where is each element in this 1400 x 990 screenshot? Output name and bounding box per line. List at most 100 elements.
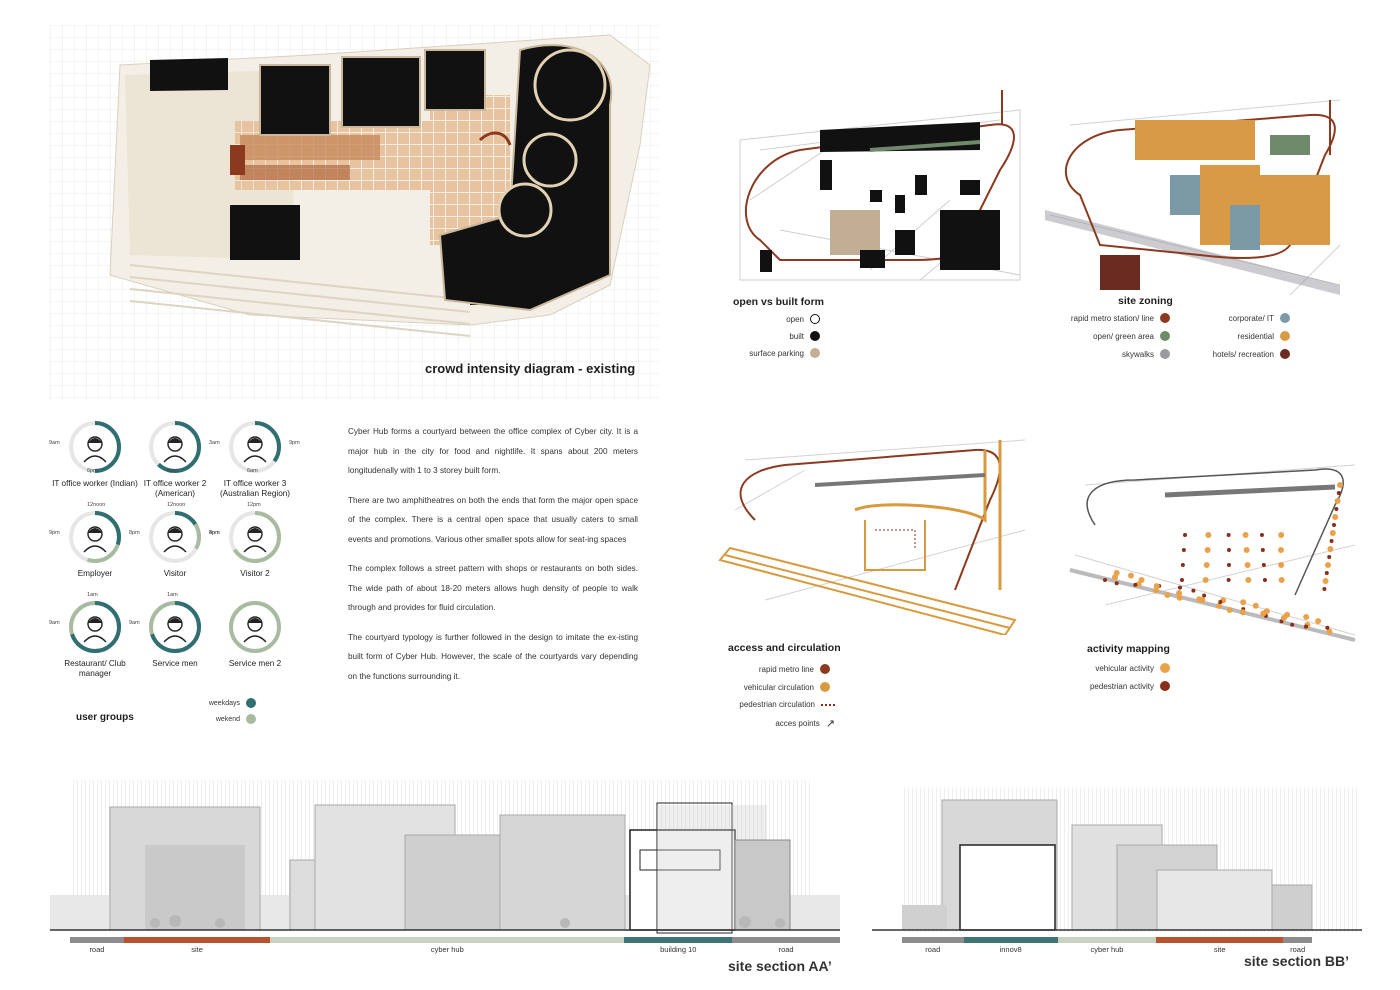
metro-legend-label: rapid metro line (758, 664, 814, 674)
vehicular-legend-label: vehicular circulation (743, 682, 814, 692)
legend-item: open/ green area (1040, 331, 1170, 341)
section-segment-label: road (925, 945, 941, 954)
schedule-ring (229, 601, 281, 653)
legend-label: pedestrian activity (1089, 681, 1154, 691)
pedestrian-activity-dot (1226, 533, 1231, 537)
time-label: 12pm (247, 502, 261, 508)
vehicular-activity-dot (1329, 530, 1336, 536)
vehicular-activity-dot (1315, 618, 1322, 625)
pedestrian-activity-dot (1191, 588, 1196, 593)
schedule-ring (229, 511, 281, 563)
legend-swatch (1160, 681, 1170, 691)
time-label: 9am (129, 620, 140, 626)
time-label: 8pm (129, 530, 140, 536)
metro-legend-item: rapid metro line (710, 664, 830, 674)
pedestrian-activity-dot (1322, 587, 1327, 591)
vehicular-activity-dot (1337, 482, 1343, 488)
user-group-label: IT office worker 2 (American) (143, 479, 207, 498)
section-aa-drawing (50, 780, 840, 934)
section-bb-drawing (872, 787, 1362, 932)
vehicular-activity-dot (1278, 577, 1285, 583)
legend-label: skywalks (1121, 349, 1154, 359)
vehicular-activity-dot (1263, 608, 1270, 615)
hair-shape (88, 618, 102, 623)
user-group-label: Employer (77, 569, 113, 578)
schedule-ring (69, 511, 121, 563)
vehicular-activity-dot (1127, 572, 1134, 579)
description-paragraph-2: There are two amphitheatres on both the … (348, 495, 638, 544)
legend-swatch (1160, 313, 1170, 323)
time-label: 4pm (209, 530, 220, 536)
user-group-label: IT office worker (Indian) (52, 479, 138, 488)
pedestrian-dashed-swatch (821, 703, 835, 706)
vehicular-activity-dot (1176, 594, 1183, 601)
section-segment-label: road (89, 945, 105, 954)
user-group-label: Service men (152, 659, 198, 668)
pedestrian-activity-dot (1327, 555, 1332, 559)
user-group-label: Visitor (163, 569, 187, 578)
vehicular-activity-dot (1153, 583, 1160, 590)
access-map (718, 439, 1026, 637)
time-label: 6pm (167, 468, 178, 474)
pedestrian-activity-dot (1226, 563, 1231, 567)
section-segment-label: cyber hub (1090, 945, 1124, 954)
user-group-label: Visitor 2 (240, 569, 270, 578)
vehicular-activity-dot (1245, 577, 1252, 583)
time-label: 9pm (289, 440, 300, 446)
pedestrian-activity-dot (1334, 507, 1339, 511)
pedestrian-activity-dot (1260, 548, 1265, 552)
legend-item: hotels/ recreation (1175, 349, 1290, 359)
hair-shape (88, 438, 102, 443)
hair-shape (168, 618, 182, 623)
user-group-card: Service men 2 (207, 598, 303, 669)
section-segment (70, 937, 124, 943)
site-zoning-title: site zoning (1118, 295, 1173, 307)
schedule-ring (69, 601, 121, 653)
hair-shape (168, 438, 182, 443)
access-points-legend-item: acces points ↗ (715, 717, 835, 730)
section-segment (123, 937, 271, 943)
site-zoning-map (1045, 99, 1341, 296)
legend-swatch (1280, 349, 1290, 359)
section-segment-label: building 10 (660, 945, 697, 954)
shoulders-shape (83, 635, 107, 643)
description-paragraph-4: The courtyard typology is further follow… (348, 632, 638, 681)
weekday-arc (69, 511, 121, 563)
open-legend-label: open (786, 314, 804, 324)
section-segment-label: innov8 (999, 945, 1022, 954)
vehicular-activity-dot (1215, 602, 1222, 609)
section-segment (1057, 937, 1157, 943)
parking-legend-label: surface parking (749, 348, 804, 358)
vehicular-activity-dot (1226, 606, 1233, 613)
vehicular-activity-dot (1334, 498, 1341, 504)
time-label: 6am (247, 468, 258, 474)
time-label: 9am (49, 620, 60, 626)
description-text: Cyber Hub forms a courtyard between the … (348, 422, 638, 696)
access-points-legend-label: acces points (775, 719, 820, 728)
user-group-label: Restaurant/ Club manager (64, 659, 126, 678)
pedestrian-activity-dot (1226, 548, 1231, 552)
section-segment-label: road (778, 945, 794, 954)
legend-swatch (1160, 663, 1170, 673)
section-segment (1283, 937, 1312, 943)
section-segment (1156, 937, 1284, 943)
time-label: 1am (87, 592, 98, 598)
activity-title: activity mapping (1087, 643, 1170, 655)
legend-label: open/ green area (1093, 331, 1154, 341)
open-built-map (739, 90, 1021, 281)
section-segment-label: road (1290, 945, 1306, 954)
section-color-strip (902, 937, 1312, 943)
pedestrian-activity-dot (1181, 548, 1186, 552)
section-segment (902, 937, 964, 943)
legend-swatch (1280, 331, 1290, 341)
built-legend-label: built (789, 331, 804, 341)
section-segment (624, 937, 733, 943)
legend-label: rapid metro station/ line (1070, 313, 1154, 323)
schedule-ring (69, 421, 121, 473)
